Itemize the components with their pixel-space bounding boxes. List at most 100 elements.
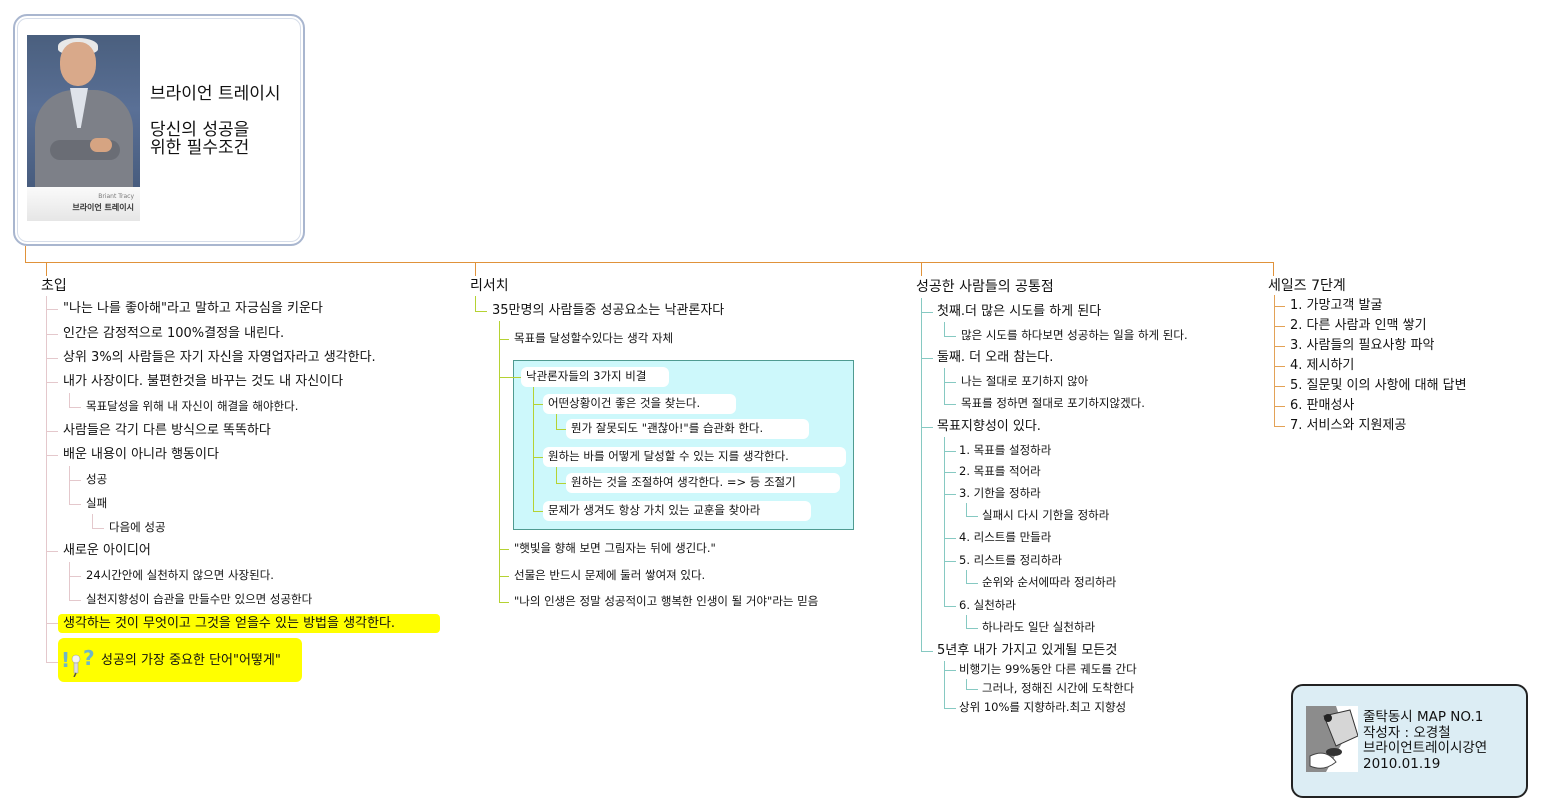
intro-item-6-2-1[interactable]: 다음에 성공: [109, 520, 166, 534]
connector: [966, 689, 978, 690]
connector: [966, 628, 978, 629]
connector: [46, 662, 58, 663]
connector: [944, 708, 956, 709]
pill-bg: [566, 473, 840, 493]
intro-item-6-1[interactable]: 성공: [86, 472, 108, 486]
optimist-1-1[interactable]: 뭔가 잘못되도 "괜찮아!"를 습관화 한다.: [571, 421, 764, 435]
intro-item-6[interactable]: 배운 내용이 아니라 행동이다: [63, 447, 219, 462]
goal-step-5[interactable]: 5. 리스트를 정리하라: [959, 553, 1062, 567]
goal-step-5-1[interactable]: 순위와 순서에따라 정리하라: [982, 575, 1117, 589]
intro-item-7[interactable]: 새로운 아이디어: [63, 543, 151, 558]
goal-step-1[interactable]: 1. 목표를 설정하라: [959, 443, 1052, 457]
connector: [556, 467, 557, 483]
idea-question-icon: ! ?: [61, 646, 95, 677]
intro-item-7-1[interactable]: 24시간안에 실천하지 않으면 사장된다.: [86, 568, 274, 582]
optimist-3[interactable]: 문제가 생겨도 항상 가치 있는 교훈을 찾아라: [548, 503, 761, 517]
connector: [1274, 386, 1285, 387]
goal-step-4[interactable]: 4. 리스트를 만들라: [959, 530, 1052, 544]
connector: [944, 472, 956, 473]
research-item-1-3[interactable]: "햇빛을 향해 보면 그림자는 뒤에 생긴다.": [514, 541, 716, 555]
intro-item-2[interactable]: 인간은 감정적으로 100%결정을 내린다.: [63, 326, 285, 341]
research-item-1-2[interactable]: 낙관론자들의 3가지 비결: [526, 369, 647, 383]
connector: [475, 311, 487, 312]
research-item-1-1[interactable]: 목표를 달성할수있다는 생각 자체: [514, 331, 674, 345]
intro-item-8[interactable]: 생각하는 것이 무엇이고 그것을 얻을수 있는 방법을 생각한다.: [63, 616, 396, 631]
sales-step-3[interactable]: 3. 사람들의 필요사항 파악: [1290, 338, 1435, 353]
connector: [46, 358, 58, 359]
connector: [944, 538, 956, 539]
common-item-2[interactable]: 둘째. 더 오래 참는다.: [937, 350, 1054, 365]
connector: [944, 322, 945, 336]
intro-item-7-2[interactable]: 실천지향성이 습관을 만들수만 있으면 성공한다: [86, 592, 313, 606]
sales-step-4[interactable]: 4. 제시하기: [1290, 358, 1355, 373]
goal-step-6[interactable]: 6. 실천하라: [959, 598, 1016, 612]
sales-step-2[interactable]: 2. 다른 사람과 인맥 쌓기: [1290, 318, 1427, 333]
svg-text:?: ?: [83, 646, 95, 670]
connector: [944, 561, 956, 562]
goal-step-2[interactable]: 2. 목표를 적어라: [959, 464, 1041, 478]
svg-text:!: !: [61, 648, 70, 672]
branch-intro[interactable]: 초입: [41, 278, 67, 294]
connector: [475, 296, 476, 311]
photo-hand: [90, 138, 112, 152]
optimist-1[interactable]: 어떤상황이건 좋은 것을 찾는다.: [548, 396, 701, 410]
sales-step-6[interactable]: 6. 판매성사: [1290, 398, 1355, 413]
research-item-1[interactable]: 35만명의 사람들중 성공요소는 낙관론자다: [492, 303, 725, 318]
goal-step-3[interactable]: 3. 기한을 정하라: [959, 486, 1041, 500]
connector: [533, 511, 543, 512]
intro-item-6-2[interactable]: 실패: [86, 496, 108, 510]
common-item-3[interactable]: 목표지향성이 있다.: [937, 419, 1041, 434]
photo-head: [60, 42, 96, 86]
intro-item-4-1[interactable]: 목표달성을 위해 내 자신이 해결을 해야한다.: [86, 399, 299, 413]
connector: [92, 528, 104, 529]
connector: [966, 583, 978, 584]
connector: [944, 451, 956, 452]
intro-item-1[interactable]: "나는 나를 좋아해"라고 말하고 자긍심을 키운다: [63, 301, 323, 316]
pill-bg: [566, 419, 809, 439]
connector: [499, 377, 521, 378]
connector: [944, 606, 956, 607]
connector: [69, 407, 81, 408]
sales-step-5[interactable]: 5. 질문및 이의 사항에 대해 답변: [1290, 378, 1467, 393]
central-title: 브라이언 트레이시: [150, 84, 281, 104]
connector: [69, 576, 81, 577]
optimist-2-1[interactable]: 원하는 것을 조절하여 생각한다. => 등 조절기: [571, 475, 796, 489]
sales-step-1[interactable]: 1. 가망고객 발굴: [1290, 298, 1383, 313]
common-item-1[interactable]: 첫째.더 많은 시도를 하게 된다: [937, 304, 1102, 319]
connector: [46, 309, 58, 310]
connector: [944, 404, 956, 405]
common-item-4-1-1[interactable]: 그러나, 정해진 시간에 도착한다: [982, 681, 1135, 695]
branch-research[interactable]: 리서치: [470, 278, 509, 294]
photo-caption: Briant Tracy 브라이언 트레이시: [27, 187, 140, 221]
research-item-1-4[interactable]: 선물은 반드시 문제에 둘러 쌓여져 있다.: [514, 568, 706, 582]
sales-spine: [1274, 295, 1275, 426]
branch-sales-steps[interactable]: 세일즈 7단계: [1268, 278, 1346, 294]
pill-bg: [521, 367, 669, 387]
common-item-4[interactable]: 5년후 내가 가지고 있게될 모든것: [937, 643, 1118, 658]
connector: [966, 679, 967, 689]
research-spine: [499, 321, 500, 602]
intro-item-4[interactable]: 내가 사장이다. 불편한것을 바꾸는 것도 내 자신이다: [63, 374, 344, 389]
goal-step-3-1[interactable]: 실패시 다시 기한을 정하라: [982, 508, 1110, 522]
common-item-2-1[interactable]: 나는 절대로 포기하지 않아: [961, 374, 1089, 388]
intro-item-3[interactable]: 상위 3%의 사람들은 자기 자신을 자영업자라고 생각한다.: [63, 350, 376, 365]
connector: [944, 494, 956, 495]
common-item-4-2[interactable]: 상위 10%를 지향하라.최고 지향성: [959, 700, 1127, 714]
connector: [69, 600, 81, 601]
intro-item-9[interactable]: 성공의 가장 중요한 단어"어떻게": [101, 653, 281, 668]
branch-common-traits[interactable]: 성공한 사람들의 공통점: [916, 279, 1054, 295]
common-item-4-1[interactable]: 비행기는 99%동안 다른 궤도를 간다: [959, 662, 1137, 676]
pill-bg: [543, 447, 846, 467]
connector: [499, 602, 509, 603]
common-item-2-2[interactable]: 목표를 정하면 절대로 포기하지않겠다.: [961, 396, 1145, 410]
connector: [92, 514, 93, 528]
research-item-1-5[interactable]: "나의 인생은 정말 성공적이고 행복한 인생이 될 거야"라는 믿음: [514, 594, 819, 608]
goal-step-6-1[interactable]: 하나라도 일단 실천하라: [982, 620, 1096, 634]
map-info-text: 줄탁동시 MAP NO.1 작성자 : 오경철 브라이언트레이시강연 2010.…: [1363, 709, 1488, 772]
common-item-1-1[interactable]: 많은 시도를 하다보면 성공하는 일을 하게 된다.: [961, 328, 1188, 342]
intro-item-5[interactable]: 사람들은 각기 다른 방식으로 똑똑하다: [63, 423, 271, 438]
optimist-2[interactable]: 원하는 바를 어떻게 달성할 수 있는 지를 생각한다.: [548, 449, 789, 463]
connector: [499, 339, 509, 340]
sales-step-7[interactable]: 7. 서비스와 지원제공: [1290, 418, 1407, 433]
highlight-bg: [58, 614, 440, 633]
